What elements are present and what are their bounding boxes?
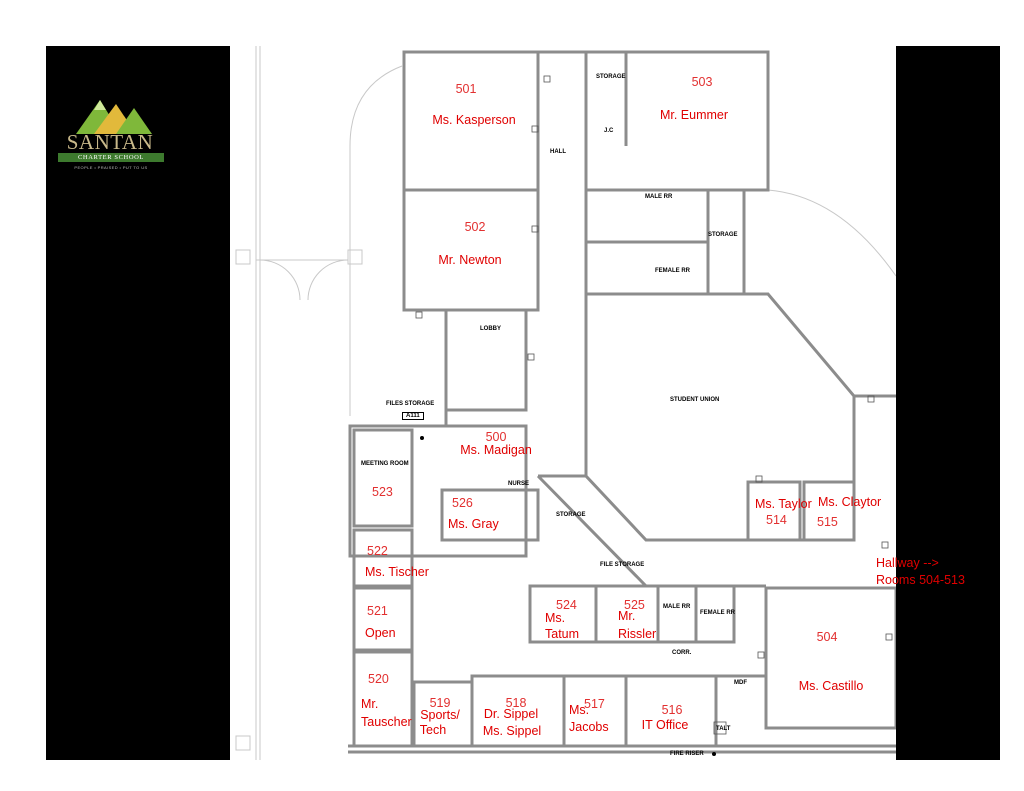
- storage-label-3: STORAGE: [556, 512, 586, 518]
- hallway-note-line2: Rooms 504-513: [876, 573, 965, 587]
- school-tagline: PEOPLE • PRAISED • PUT TO US: [74, 165, 148, 170]
- room-518-teacher-line1: Dr. Sippel: [483, 707, 539, 721]
- room-520-teacher-line2: Tauscher: [361, 715, 412, 729]
- room-503-teacher: Mr. Eummer: [659, 108, 729, 122]
- corr-label: CORR.: [672, 650, 692, 656]
- meeting-room-label: MEETING ROOM: [361, 461, 409, 467]
- room-525-teacher-line1: Mr.: [618, 609, 636, 623]
- room-516-number: 516: [661, 703, 683, 717]
- room-518-number: 518: [505, 696, 527, 710]
- room-503-number: 503: [691, 75, 713, 89]
- room-525-teacher-line2: Rissler: [618, 627, 657, 641]
- room-521-number: 521: [367, 604, 388, 618]
- school-subtitle: CHARTER SCHOOL: [58, 153, 164, 162]
- mountain-logo-icon: [76, 100, 152, 134]
- room-524-teacher-line2: Tatum: [545, 627, 580, 641]
- file-storage-label: FILE STORAGE: [600, 562, 645, 568]
- room-520-teacher-line1: Mr.: [361, 697, 379, 711]
- room-517-number: 517: [584, 697, 605, 711]
- fire-riser-label: FIRE RISER: [670, 751, 704, 757]
- lobby-label: LOBBY: [480, 326, 501, 332]
- room-524-number: 524: [556, 598, 577, 612]
- room-502-number: 502: [464, 220, 486, 234]
- room-515-number: 515: [817, 515, 838, 529]
- floor-plan: [235, 46, 896, 760]
- room-517-teacher-line1: Ms.: [569, 703, 590, 717]
- room-526-number: 526: [452, 496, 473, 510]
- storage-label-2: STORAGE: [708, 232, 738, 238]
- nurse-label: NURSE: [508, 481, 530, 487]
- room-516-teacher: IT Office: [641, 718, 689, 732]
- jc-label: J.C: [604, 128, 614, 134]
- room-515-teacher: Ms. Claytor: [818, 495, 882, 509]
- room-522-teacher: Ms. Tischer: [365, 565, 429, 579]
- room-504-number: 504: [816, 630, 838, 644]
- room-524-teacher-line1: Ms.: [545, 611, 566, 625]
- room-514-number: 514: [766, 513, 787, 527]
- room-518-teacher-line2: Ms. Sippel: [482, 724, 542, 738]
- room-519-teacher-line1: Sports/: [420, 708, 460, 722]
- storage-label-1: STORAGE: [596, 74, 626, 80]
- room-504-teacher: Ms. Castillo: [798, 679, 864, 693]
- hall-label: HALL: [550, 149, 566, 155]
- room-500-number: 500: [485, 430, 507, 444]
- room-514-teacher: Ms. Taylor: [755, 497, 812, 511]
- talt-label: TALT: [716, 726, 731, 732]
- room-501-teacher: Ms. Kasperson: [432, 113, 516, 127]
- room-520-number: 520: [368, 672, 389, 686]
- school-logo: SANTAN CHARTER SCHOOL PEOPLE • PRAISED •…: [54, 96, 168, 176]
- room-519-teacher-line2: Tech: [419, 723, 447, 737]
- room-525-number: 525: [624, 598, 645, 612]
- room-500-teacher: Ms. Madigan: [460, 443, 532, 457]
- student-union-label: STUDENT UNION: [670, 397, 720, 403]
- a111-label: A111: [402, 412, 424, 420]
- female-rr-label-1: FEMALE RR: [655, 268, 690, 274]
- right-black-panel: [896, 46, 1000, 760]
- room-502-teacher: Mr. Newton: [438, 253, 502, 267]
- male-rr-label-1: MALE RR: [645, 194, 673, 200]
- room-519-number: 519: [429, 696, 451, 710]
- mdf-label: MDF: [734, 680, 747, 686]
- female-rr-label-2: FEMALE RR: [700, 610, 735, 616]
- school-name: SANTAN: [66, 130, 154, 154]
- room-526-teacher: Ms. Gray: [448, 517, 499, 531]
- hallway-note-line1: Hallway -->: [876, 556, 939, 570]
- room-522-number: 522: [367, 544, 388, 558]
- left-black-panel: [46, 46, 230, 760]
- files-storage-label: FILES STORAGE: [386, 401, 435, 407]
- room-521-teacher: Open: [365, 626, 396, 640]
- room-523-number: 523: [372, 485, 393, 499]
- room-517-teacher-line2: Jacobs: [569, 720, 609, 734]
- room-501-number: 501: [455, 82, 477, 96]
- male-rr-label-2: MALE RR: [663, 604, 691, 610]
